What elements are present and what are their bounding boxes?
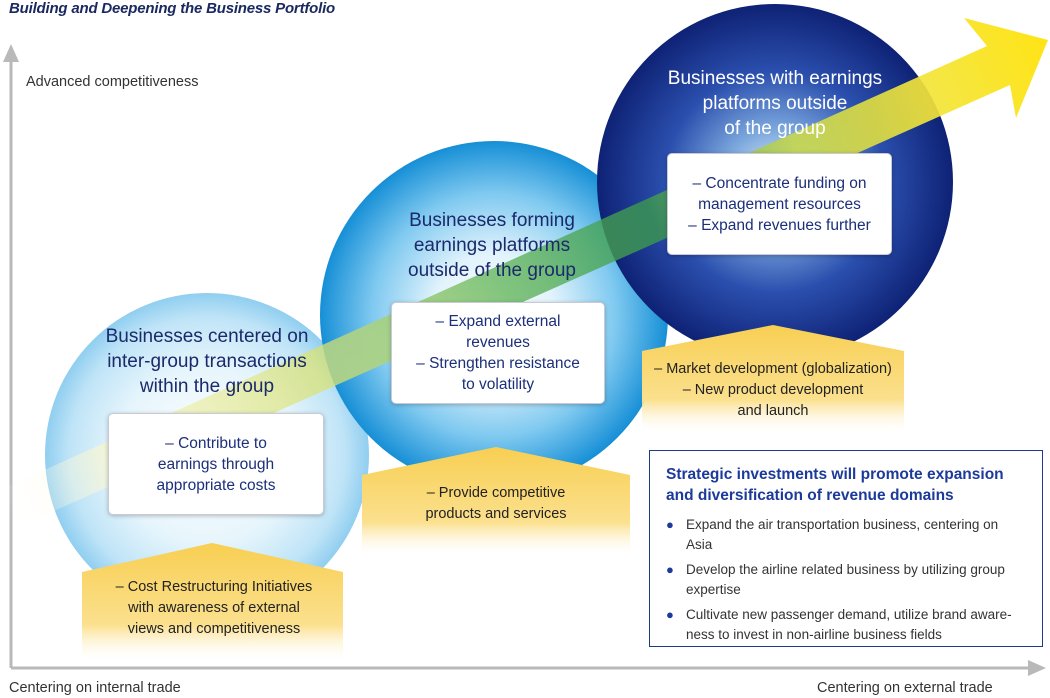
y-axis-label: Advanced competitiveness [26,74,199,90]
stage-2-actions-box: – Expand external revenues – Strengthen … [391,302,605,404]
strategy-heading: Strategic investments will promote expan… [666,466,1004,504]
stage-3-actions-box: – Concentrate funding on management reso… [667,153,892,255]
stage-2-title: Businesses forming earnings platforms ou… [408,210,576,281]
stage-1-title: Businesses centered on inter-group trans… [105,326,309,397]
stage-2-foundation-shape [362,447,630,555]
x-axis-arrowhead [1028,660,1046,676]
stage-1-foundation-shape [82,543,343,660]
strategy-bullet: ● Develop the airline related business b… [666,562,1005,597]
growth-arrow [0,18,1048,535]
bullet-dot-icon: ● [666,517,674,532]
stage-3-title: Businesses with earnings platforms outsi… [667,68,883,139]
page-title: Building and Deepening the Business Port… [9,0,336,17]
stage-2-foundation: – Provide competitive products and servi… [425,485,567,522]
strategy-bullet: ● Cultivate new passenger demand, utiliz… [666,607,1012,642]
x-axis-right-label: Centering on external trade [817,680,993,696]
strategy-box: Strategic investments will promote expan… [649,450,1043,647]
stage-1-foundation: – Cost Restructuring Initiatives with aw… [115,579,313,637]
strategy-list: ● Expand the air transportation business… [666,515,1027,645]
bullet-dot-icon: ● [666,607,674,622]
stage-3-foundation: – Market development (globalization) – N… [654,361,892,419]
stage-1-actions-box: – Contribute to earnings through appropr… [108,413,324,515]
strategy-bullet: ● Expand the air transportation business… [666,517,999,552]
axes [3,44,1046,676]
stage-3-foundation-shape [642,325,904,432]
x-axis-left-label: Centering on internal trade [9,680,181,696]
y-axis-arrowhead [3,44,19,62]
bullet-dot-icon: ● [666,562,674,577]
